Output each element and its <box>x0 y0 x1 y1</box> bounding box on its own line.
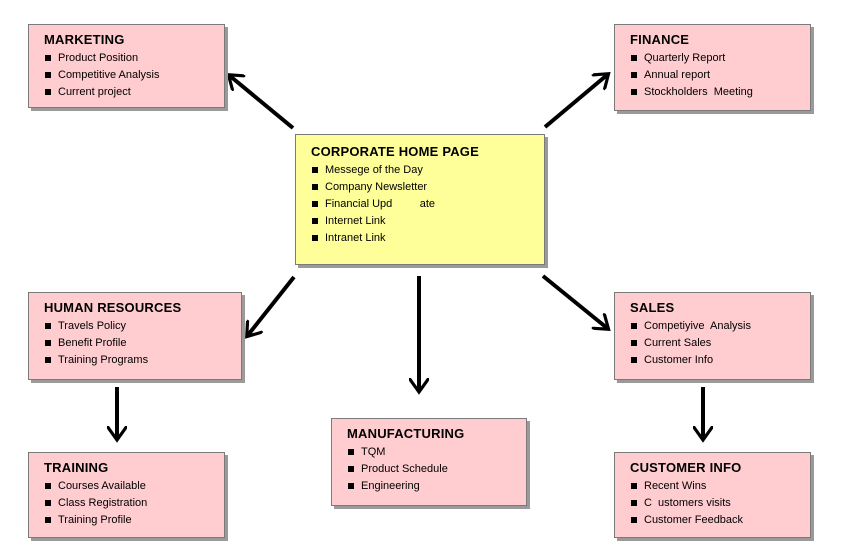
corporate-item: Company Newsletter <box>311 179 534 196</box>
sales-title: SALES <box>630 300 675 315</box>
sales-item: Competiyive Analysis <box>630 318 800 335</box>
manufacturing-item: Product Schedule <box>347 461 516 478</box>
arrow-to-marketing <box>230 76 295 130</box>
manufacturing-item: Engineering <box>347 478 516 495</box>
manufacturing-title: MANUFACTURING <box>347 426 465 441</box>
customer-info-list: Recent Wins C ustomers visits Customer F… <box>630 478 800 529</box>
corporate-home-page-box: CORPORATE HOME PAGE Messege of the Day C… <box>295 134 545 265</box>
corporate-item: Financial Upd ate <box>311 196 534 213</box>
sales-item: Current Sales <box>630 335 800 352</box>
marketing-list: Product Position Competitive Analysis Cu… <box>44 50 214 101</box>
training-item: Class Registration <box>44 495 214 512</box>
training-item: Training Profile <box>44 512 214 529</box>
training-item: Courses Available <box>44 478 214 495</box>
manufacturing-list: TQM Product Schedule Engineering <box>347 444 516 495</box>
manufacturing-item: TQM <box>347 444 516 461</box>
hr-list: Travels Policy Benefit Profile Training … <box>44 318 231 369</box>
marketing-item: Product Position <box>44 50 214 67</box>
sales-box: SALES Competiyive Analysis Current Sales… <box>614 292 811 380</box>
corporate-title: CORPORATE HOME PAGE <box>311 144 479 159</box>
finance-box: FINANCE Quarterly Report Annual report S… <box>614 24 811 111</box>
hr-title: HUMAN RESOURCES <box>44 300 182 315</box>
hr-item: Travels Policy <box>44 318 231 335</box>
finance-item: Quarterly Report <box>630 50 800 67</box>
training-list: Courses Available Class Registration Tra… <box>44 478 214 529</box>
manufacturing-box: MANUFACTURING TQM Product Schedule Engin… <box>331 418 527 506</box>
marketing-item: Current project <box>44 84 214 101</box>
finance-list: Quarterly Report Annual report Stockhold… <box>630 50 800 101</box>
finance-item: Annual report <box>630 67 800 84</box>
arrow-to-human-resources <box>248 275 296 335</box>
human-resources-box: HUMAN RESOURCES Travels Policy Benefit P… <box>28 292 242 380</box>
corporate-item: Messege of the Day <box>311 162 534 179</box>
marketing-title: MARKETING <box>44 32 125 47</box>
customer-info-item: Customer Feedback <box>630 512 800 529</box>
hr-item: Benefit Profile <box>44 335 231 352</box>
finance-item: Stockholders Meeting <box>630 84 800 101</box>
finance-title: FINANCE <box>630 32 690 47</box>
corporate-list: Messege of the Day Company Newsletter Fi… <box>311 162 534 247</box>
training-title: TRAINING <box>44 460 109 475</box>
arrow-to-finance <box>543 75 607 129</box>
training-box: TRAINING Courses Available Class Registr… <box>28 452 225 538</box>
customer-info-title: CUSTOMER INFO <box>630 460 742 475</box>
sales-item: Customer Info <box>630 352 800 369</box>
corporate-item: Intranet Link <box>311 230 534 247</box>
customer-info-item: Recent Wins <box>630 478 800 495</box>
hr-item: Training Programs <box>44 352 231 369</box>
sales-list: Competiyive Analysis Current Sales Custo… <box>630 318 800 369</box>
customer-info-item: C ustomers visits <box>630 495 800 512</box>
arrow-to-sales <box>541 274 607 328</box>
marketing-box: MARKETING Product Position Competitive A… <box>28 24 225 108</box>
customer-info-box: CUSTOMER INFO Recent Wins C ustomers vis… <box>614 452 811 538</box>
corporate-item: Internet Link <box>311 213 534 230</box>
marketing-item: Competitive Analysis <box>44 67 214 84</box>
